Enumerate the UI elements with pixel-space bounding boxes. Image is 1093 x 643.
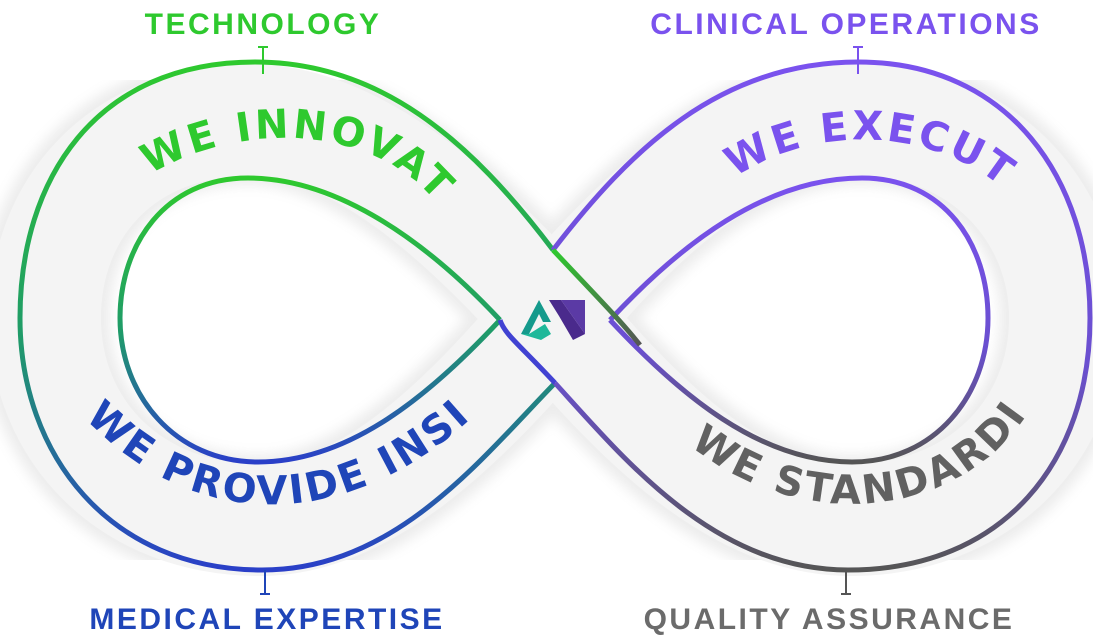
left-loop-inner-line xyxy=(117,175,502,465)
clinical-operations-label: CLINICAL OPERATIONS xyxy=(650,8,1042,41)
label-ticks xyxy=(258,46,863,595)
right-loop-outer-line xyxy=(551,59,1093,573)
quality-assurance-label: QUALITY ASSURANCE xyxy=(643,603,1015,636)
cross-strand-green xyxy=(551,248,642,347)
ribbon-fill xyxy=(0,63,1093,577)
brand-logo-icon xyxy=(521,300,585,340)
right-loop-inner-line xyxy=(608,175,991,465)
left-loop-outer-line xyxy=(17,59,557,573)
cross-strand-blue xyxy=(497,319,557,385)
medical-expertise-label: MEDICAL EXPERTISE xyxy=(89,603,445,636)
technology-label: TECHNOLOGY xyxy=(144,8,382,41)
